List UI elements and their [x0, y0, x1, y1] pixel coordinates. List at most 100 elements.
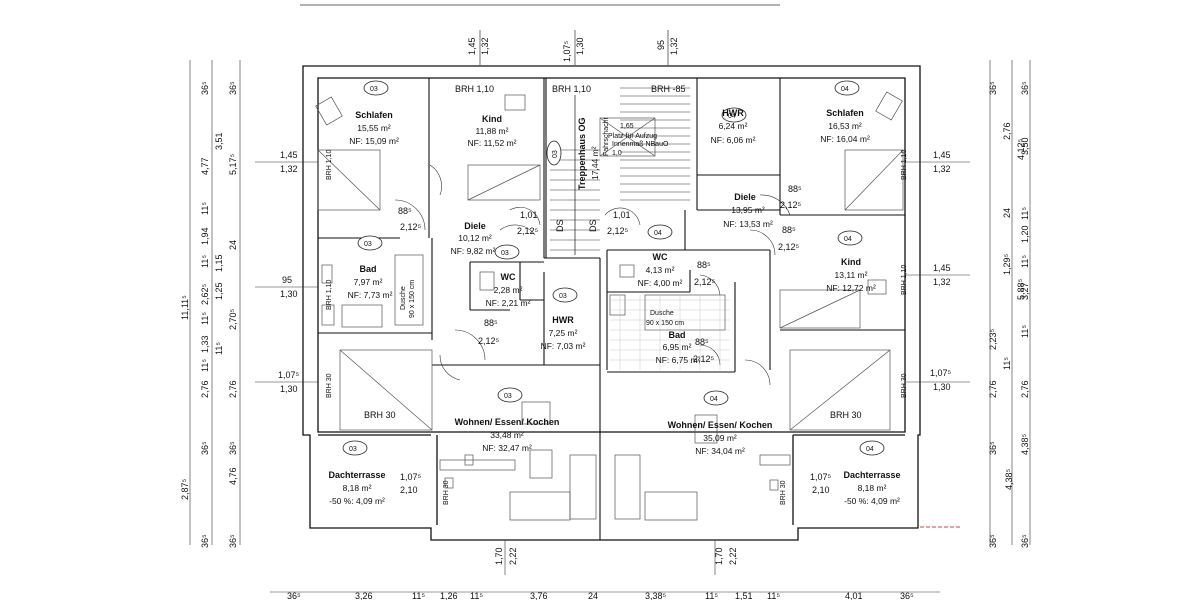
room-name-hwr-left: HWR	[552, 315, 574, 325]
elevator-note: Platz für Aufzug	[608, 133, 657, 140]
win-dim: 1,32	[933, 277, 951, 287]
left-dim: 2,76	[228, 380, 238, 398]
room-area-hwr-right: 6,24 m²	[719, 121, 748, 131]
unit-label: 03	[364, 241, 372, 248]
room-area-diele-right: 13,95 m²	[731, 205, 765, 215]
unit-label: 04	[841, 86, 849, 93]
left-dim: 1,25	[214, 282, 224, 300]
room-labels: Schlafen 15,55 m² NF: 15,09 m² Kind 11,8…	[328, 108, 900, 506]
door-dim: 88⁵	[782, 225, 796, 235]
win-dim: 1,32	[280, 164, 298, 174]
right-dim: 3,27	[1020, 282, 1030, 300]
right-dim: 36⁵	[988, 81, 998, 95]
door-dim: 1,07⁵	[810, 472, 832, 482]
brh-wek-left-side: BRH 30	[326, 373, 333, 398]
left-dimension-lines	[189, 60, 241, 545]
room-name-terrasse-left: Dachterrasse	[328, 470, 385, 480]
room-nf-kind-left: NF: 11,52 m²	[468, 138, 517, 148]
right-dim: 2,76	[988, 380, 998, 398]
right-dim: 2,23⁵	[988, 328, 998, 350]
furniture	[315, 91, 904, 521]
unit-label: 04	[728, 113, 736, 120]
room-name-kind-left: Kind	[482, 114, 502, 124]
win-dim: 1,32	[933, 164, 951, 174]
room-nf-bad-left: NF: 7,73 m²	[348, 290, 393, 300]
bottom-dim: 1,51	[735, 591, 753, 600]
room-area-wek-right: 35,09 m²	[703, 433, 737, 443]
unit-label: 04	[866, 446, 874, 453]
room-nf-wek-left: NF: 32,47 m²	[482, 443, 532, 453]
door-dim: 1,01	[613, 210, 631, 220]
brh-terr-right: BRH 30	[780, 480, 787, 505]
bottom-dimensions: 36⁵ 3,26 11⁵ 1,26 11⁵ 3,76 24 3,38⁵ 11⁵ …	[287, 591, 914, 600]
bottom-dim: 4,01	[845, 591, 863, 600]
brh-stair: BRH 1,10	[552, 84, 591, 94]
top-dim-b2: 1,30	[575, 37, 585, 55]
left-dim: 24	[228, 240, 238, 250]
room-area-kind-left: 11,88 m²	[476, 126, 509, 136]
room-area-wc-left: 2,28 m²	[494, 285, 523, 295]
room-area-wek-left: 33,48 m²	[490, 430, 524, 440]
room-name-schlafen-left: Schlafen	[355, 110, 393, 120]
door-dim: 2,12⁵	[693, 354, 715, 364]
bottom-dim: 3,26	[355, 591, 373, 600]
room-name-kind-right: Kind	[841, 257, 861, 267]
room-area-terrasse-left: 8,18 m²	[343, 483, 372, 493]
right-dim: 11⁵	[1002, 357, 1012, 370]
room-name-schlafen-right: Schlafen	[826, 108, 864, 118]
door-dim: 1,07⁵	[400, 472, 422, 482]
win-dim: 1,30	[280, 384, 298, 394]
room-nf-hwr-right: NF: 6,06 m²	[711, 135, 756, 145]
right-dim: 36⁵	[1020, 81, 1030, 95]
stair-dim-10: 1,0	[612, 150, 622, 157]
left-dim: 11⁵	[200, 359, 210, 372]
unit-label: 04	[844, 236, 852, 243]
room-name-diele-left: Diele	[464, 221, 486, 231]
top-dim-c2: 1,32	[669, 37, 679, 55]
room-nf-schlafen-left: NF: 15,09 m²	[349, 136, 399, 146]
unit-markers	[342, 80, 885, 456]
door-dim: 88⁵	[697, 260, 711, 270]
bottom-dim: 1,26	[440, 591, 458, 600]
room-name-bad-left: Bad	[359, 264, 376, 274]
brh-wek-left: BRH 30	[364, 410, 396, 420]
right-dim: 4,12⁵	[1016, 138, 1026, 160]
room-name-diele-right: Diele	[734, 192, 756, 202]
left-dim: 1,33	[200, 335, 210, 353]
stair-dim-165: 1,65	[620, 123, 634, 130]
unit-label: 03	[370, 86, 378, 93]
room-area-bad-right: 6,95 m²	[663, 342, 692, 352]
top-dim-a2: 1,32	[480, 37, 490, 55]
door-dim: 88⁵	[695, 337, 709, 347]
bottom-dim: 11⁵	[412, 591, 425, 600]
unit-label: 03	[504, 393, 512, 400]
left-total-dim: 11,11⁵	[180, 295, 190, 320]
top-dim-a1: 1,45	[467, 37, 477, 55]
unit-label: 03	[501, 250, 509, 257]
door-dim: 2,12⁵	[400, 222, 422, 232]
unit-label: 03	[349, 446, 357, 453]
left-dim: 36⁵	[200, 534, 210, 548]
right-dim: 4,38⁵	[1004, 468, 1014, 490]
right-dim: 4,38⁵	[1020, 433, 1030, 455]
left-dim: 4,77	[200, 157, 210, 175]
win-dim: 1,45	[280, 150, 298, 160]
brh-kind-right: BRH 1,10	[901, 265, 908, 295]
left-dim: 36⁵	[228, 441, 238, 455]
bottom-dimension-line	[270, 540, 940, 593]
left-outer-dims: 36⁵ 4,77 11⁵ 1,94 11⁵ 2,62⁵ 11⁵ 1,33 11⁵…	[180, 81, 210, 548]
left-inner-dims: 36⁵ 3,51 5,17⁵ 24 1,15 1,25 2,70⁵ 11⁵ 2,…	[214, 81, 238, 548]
room-area-hwr-left: 7,25 m²	[549, 328, 578, 338]
win-dim: 1,30	[280, 289, 298, 299]
unit-label: 03	[552, 150, 559, 158]
room-name-terrasse-right: Dachterrasse	[843, 470, 900, 480]
left-dim: 1,94	[200, 227, 210, 245]
left-dim: 2,70⁵	[228, 308, 238, 330]
right-dimension-lines	[989, 60, 1031, 545]
door-dim: 2,12⁵	[778, 242, 800, 252]
ds-left: DS	[555, 219, 565, 232]
room-nf-kind-right: NF: 12,72 m²	[826, 283, 876, 293]
right-dim: 36⁵	[988, 441, 998, 455]
top-dimensions	[300, 4, 780, 65]
room-nf-terrasse-left: -50 %: 4,09 m²	[329, 496, 385, 506]
